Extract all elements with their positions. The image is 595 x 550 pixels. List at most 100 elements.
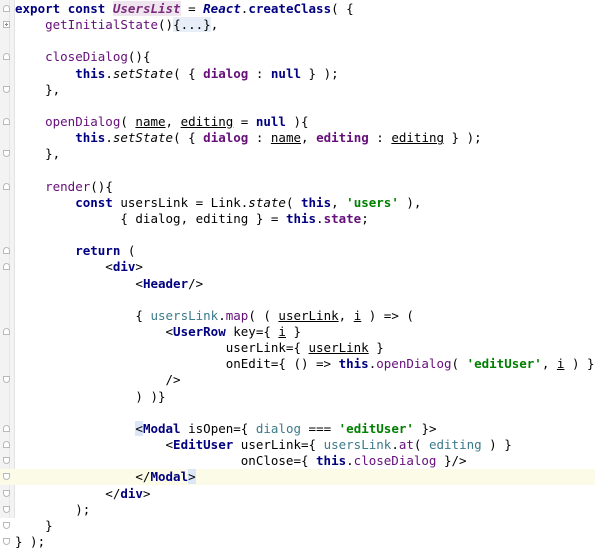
code-line[interactable]: <Modal isOpen={ dialog === 'editUser' }> xyxy=(0,420,595,437)
code-line[interactable]: </Modal> xyxy=(0,469,595,486)
fold-marker-icon[interactable] xyxy=(3,247,10,255)
code-token: userLink={ xyxy=(233,437,324,453)
code-line[interactable]: <UserRow key={ i } xyxy=(0,324,595,340)
code-token: div xyxy=(120,485,143,501)
code-token: . xyxy=(368,356,377,372)
code-token: createClass xyxy=(248,1,332,16)
code-token: < xyxy=(15,437,174,453)
code-token: div xyxy=(112,259,136,275)
code-line[interactable]: </div> xyxy=(0,486,595,502)
code-token: : xyxy=(248,65,271,81)
code-text: <EditUser userLink={ usersLink.at( editi… xyxy=(15,437,512,453)
fold-marker-icon[interactable] xyxy=(3,182,10,190)
fold-marker-icon[interactable] xyxy=(3,441,10,449)
fold-marker-icon[interactable] xyxy=(3,118,10,126)
code-text: <Header/> xyxy=(15,276,203,292)
code-token: : xyxy=(368,130,392,146)
code-line[interactable]: const usersLink = Link.state( this, 'use… xyxy=(0,195,595,211)
fold-marker-icon[interactable] xyxy=(3,505,10,513)
code-line[interactable]: this.setState( { dialog : null } ); xyxy=(0,66,595,82)
code-line[interactable]: onClose={ this.closeDialog }/> xyxy=(0,453,595,469)
code-token: < xyxy=(15,275,143,291)
code-token: > xyxy=(188,469,196,485)
fold-marker-icon[interactable] xyxy=(3,263,10,271)
code-line[interactable] xyxy=(0,227,595,243)
code-token: name xyxy=(135,114,166,130)
code-token: , xyxy=(541,356,557,372)
code-token: , xyxy=(331,194,347,210)
code-token: , xyxy=(210,17,219,33)
code-token: ); xyxy=(15,501,91,517)
code-token: state xyxy=(248,194,286,210)
code-line[interactable] xyxy=(0,292,595,308)
code-line[interactable]: onEdit={ () => this.openDialog( 'editUse… xyxy=(0,356,595,372)
code-line[interactable]: <EditUser userLink={ usersLink.at( editi… xyxy=(0,437,595,453)
code-token: dialog xyxy=(203,65,249,81)
code-line[interactable]: render(){ xyxy=(0,179,595,195)
fold-expand-icon[interactable] xyxy=(3,21,10,29)
code-line[interactable]: getInitialState(){...}, xyxy=(0,17,595,33)
code-line[interactable] xyxy=(0,98,595,114)
code-line[interactable]: userLink={ userLink } xyxy=(0,340,595,356)
code-token: openDialog xyxy=(376,356,452,372)
code-text: this.setState( { dialog : name, editing … xyxy=(15,130,481,146)
fold-marker-icon[interactable] xyxy=(3,85,10,93)
fold-marker-icon[interactable] xyxy=(3,457,10,465)
code-line[interactable]: { dialog, editing } = this.state; xyxy=(0,211,595,227)
fold-marker-icon[interactable] xyxy=(3,473,10,481)
code-line[interactable]: <Header/> xyxy=(0,276,595,292)
code-line[interactable]: } ); xyxy=(0,534,595,550)
fold-marker-icon[interactable] xyxy=(3,521,10,529)
code-line[interactable]: closeDialog(){ xyxy=(0,49,595,65)
code-line[interactable]: <div> xyxy=(0,259,595,275)
code-token: } ); xyxy=(15,533,46,549)
code-line[interactable]: return ( xyxy=(0,243,595,259)
fold-marker-icon[interactable] xyxy=(3,537,10,545)
code-line[interactable]: ); xyxy=(0,502,595,518)
code-text: <UserRow key={ i } xyxy=(15,324,302,340)
code-line[interactable]: this.setState( { dialog : name, editing … xyxy=(0,130,595,146)
code-line[interactable] xyxy=(0,33,595,49)
code-line[interactable]: { usersLink.map( ( userLink, i ) => ( xyxy=(0,308,595,324)
code-token: </ xyxy=(15,469,151,485)
code-token: } xyxy=(15,517,53,533)
code-line[interactable]: } xyxy=(0,518,595,534)
code-token: === xyxy=(301,420,339,436)
code-line[interactable]: /> xyxy=(0,372,595,388)
code-line[interactable]: openDialog( name, editing = null ){ xyxy=(0,114,595,130)
fold-marker-icon[interactable] xyxy=(3,489,10,497)
code-token: getInitialState xyxy=(15,17,158,33)
code-token: . xyxy=(218,307,226,323)
code-token: userLink xyxy=(278,307,339,323)
code-token: i xyxy=(353,307,362,323)
code-token: ( xyxy=(451,356,467,372)
code-line[interactable]: ) )} xyxy=(0,389,595,405)
code-text: render(){ xyxy=(15,179,113,195)
code-text: const usersLink = Link.state( this, 'use… xyxy=(15,195,421,211)
fold-marker-icon[interactable] xyxy=(3,5,10,12)
fold-marker-icon[interactable] xyxy=(3,150,10,158)
code-token: . xyxy=(105,130,113,146)
code-token: this xyxy=(338,356,369,372)
fold-marker-icon[interactable] xyxy=(3,328,10,335)
code-line[interactable] xyxy=(0,405,595,421)
fold-marker-icon[interactable] xyxy=(3,424,10,432)
code-token: UsersList xyxy=(112,1,181,16)
code-token: </ xyxy=(15,485,121,501)
code-token: ) => ( xyxy=(361,307,414,323)
fold-marker-icon[interactable] xyxy=(3,376,10,384)
code-line[interactable]: export const UsersList = React.createCla… xyxy=(0,1,595,17)
code-line[interactable]: }, xyxy=(0,146,595,162)
code-token: }, xyxy=(15,81,61,97)
code-token: closeDialog xyxy=(353,453,437,469)
code-token: i xyxy=(278,324,286,339)
code-token: null xyxy=(255,114,286,130)
code-token: at xyxy=(398,437,414,453)
code-token: usersLink xyxy=(323,437,392,453)
fold-marker-icon[interactable] xyxy=(3,53,10,61)
code-line[interactable]: }, xyxy=(0,82,595,98)
code-token: openDialog xyxy=(15,114,121,130)
code-token xyxy=(15,421,135,436)
code-line[interactable] xyxy=(0,163,595,179)
